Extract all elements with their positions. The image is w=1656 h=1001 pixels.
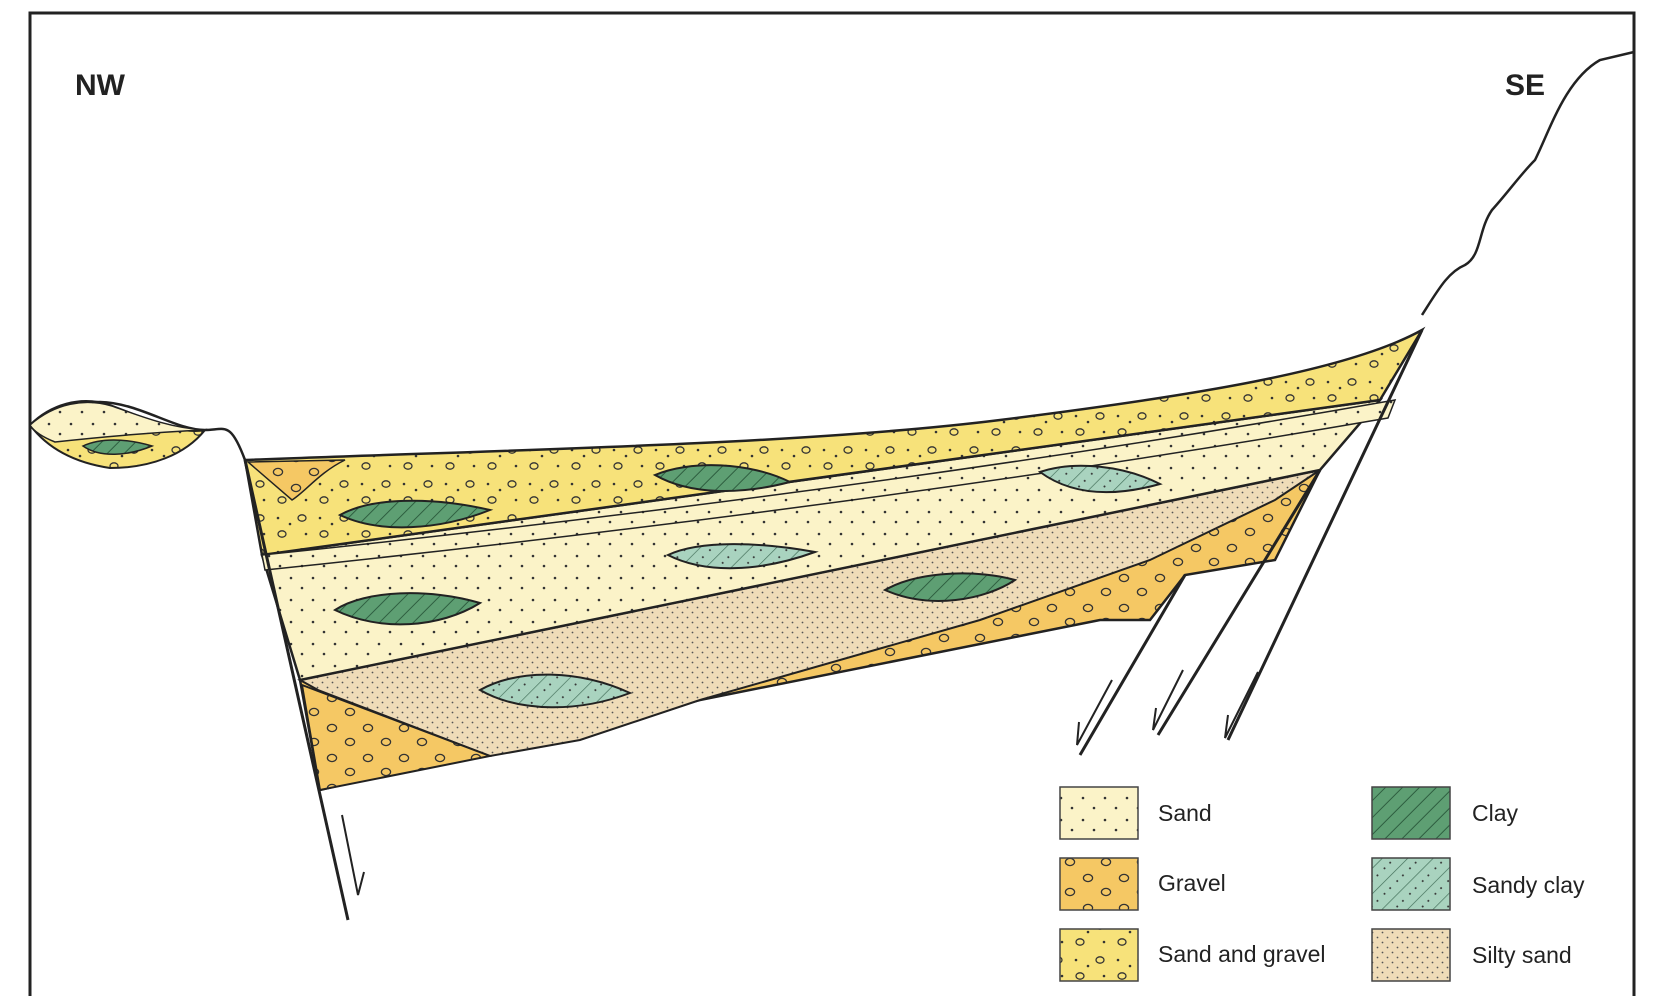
sandy-clay-lens-3 bbox=[477, 673, 633, 709]
legend-swatch-sand bbox=[1059, 786, 1139, 840]
fault-west bbox=[243, 459, 350, 921]
lenses bbox=[332, 464, 1163, 709]
legend-label-sandy-clay: Sandy clay bbox=[1472, 872, 1585, 898]
sandy-clay-lens-1 bbox=[1037, 464, 1163, 494]
direction-se: SE bbox=[1505, 69, 1545, 102]
legend-swatch-silty-sand bbox=[1371, 928, 1451, 982]
fault-arrow-west bbox=[341, 814, 365, 896]
topography-right bbox=[1420, 50, 1635, 316]
legend-label-silty-sand: Silty sand bbox=[1472, 942, 1572, 968]
legend-item-silty-sand: Silty sand bbox=[1371, 928, 1572, 982]
fault-east-2 bbox=[1156, 469, 1322, 736]
legend: Sand Gravel Sand and gravel Clay Sandy c… bbox=[1059, 786, 1585, 982]
hill-deposit bbox=[28, 400, 208, 470]
legend-label-sand-and-gravel: Sand and gravel bbox=[1158, 941, 1326, 967]
clay-lens-hill bbox=[81, 439, 155, 455]
legend-item-clay: Clay bbox=[1371, 786, 1519, 840]
layer-sand-band bbox=[261, 399, 1397, 571]
legend-swatch-clay bbox=[1371, 786, 1451, 840]
basin-layers bbox=[243, 326, 1426, 792]
legend-label-sand: Sand bbox=[1158, 800, 1212, 826]
fault-arrows bbox=[341, 669, 1259, 896]
legend-item-gravel: Gravel bbox=[1059, 857, 1226, 911]
legend-swatch-sandy-clay bbox=[1371, 857, 1451, 911]
fault-arrow-1 bbox=[1076, 679, 1113, 746]
gravel-wedge-top bbox=[246, 459, 346, 501]
clay-lens-1 bbox=[337, 499, 494, 529]
clay-lens-2 bbox=[652, 464, 793, 492]
fault-east-1 bbox=[1226, 329, 1424, 741]
clay-lens-4 bbox=[882, 572, 1018, 602]
legend-label-clay: Clay bbox=[1472, 800, 1519, 826]
legend-item-sand: Sand bbox=[1059, 786, 1212, 840]
legend-label-gravel: Gravel bbox=[1158, 870, 1226, 896]
faults bbox=[243, 329, 1424, 921]
legend-item-sandy-clay: Sandy clay bbox=[1371, 857, 1585, 911]
figure-border bbox=[28, 11, 1636, 1001]
sandy-clay-lens-2 bbox=[665, 543, 819, 570]
legend-swatch-gravel bbox=[1059, 857, 1139, 911]
legend-swatch-sand-and-gravel bbox=[1059, 928, 1139, 982]
layer-sand-gravel-top bbox=[243, 326, 1426, 557]
fault-arrow-2 bbox=[1152, 669, 1184, 731]
fault-east-3 bbox=[1078, 574, 1187, 756]
gravel-wedge-bottom bbox=[300, 683, 494, 792]
legend-item-sand-and-gravel: Sand and gravel bbox=[1059, 928, 1326, 982]
fault-arrow-3 bbox=[1224, 671, 1259, 739]
direction-nw: NW bbox=[75, 69, 126, 102]
clay-lens-3 bbox=[332, 592, 483, 626]
